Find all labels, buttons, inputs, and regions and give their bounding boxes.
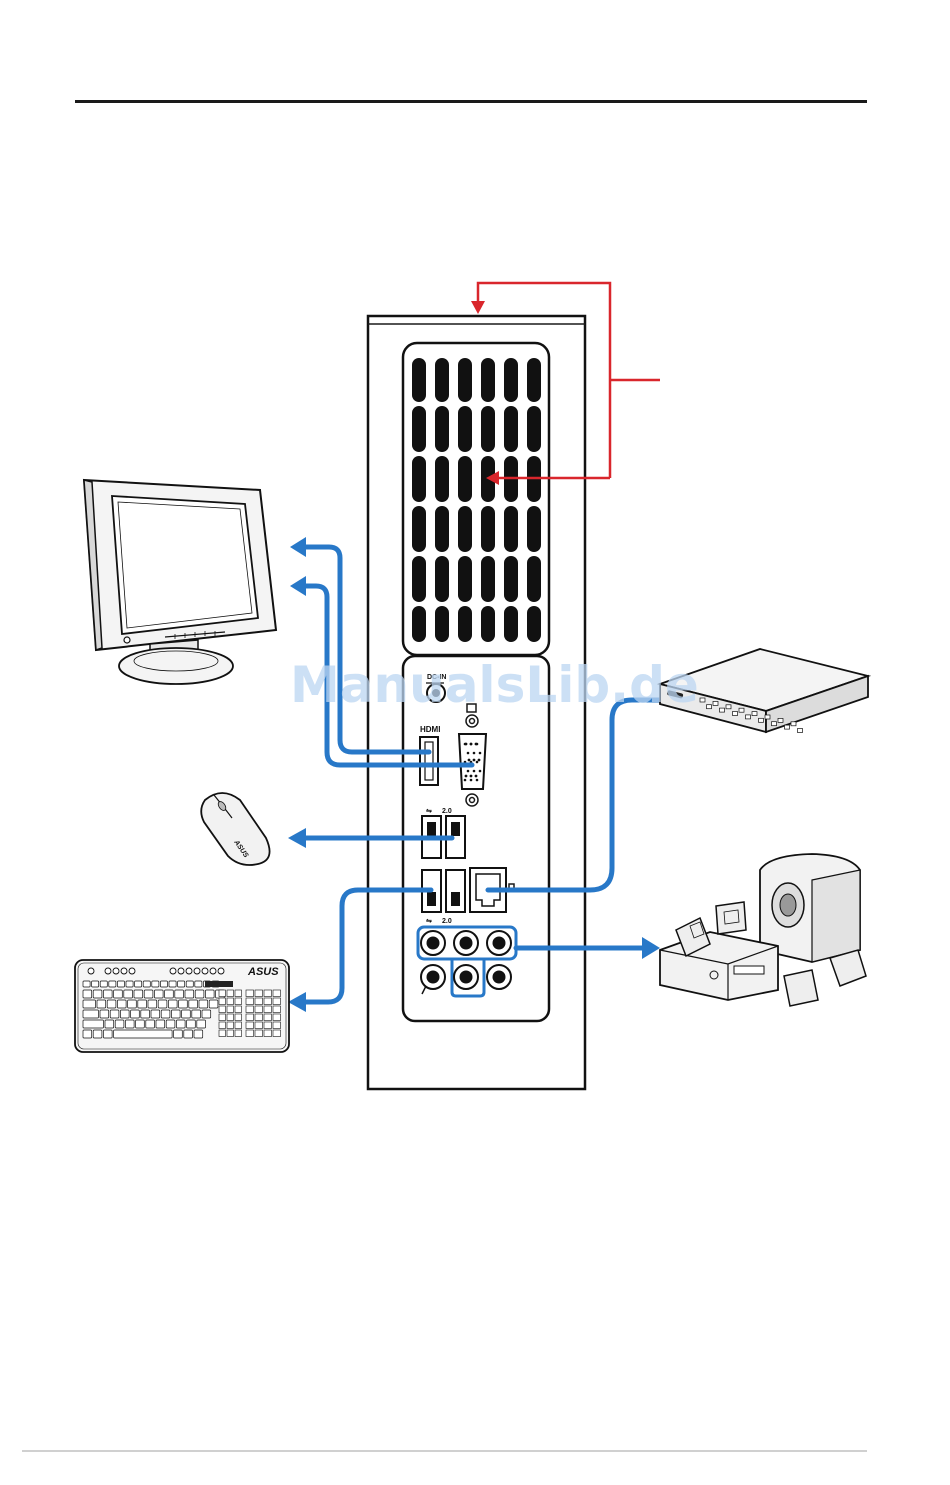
audio-jacks (418, 927, 516, 996)
vent-slots (412, 358, 541, 642)
svg-text:2.0: 2.0 (442, 808, 452, 815)
footer-rule (22, 1450, 867, 1452)
svg-text:⇋: ⇋ (426, 807, 432, 815)
hdmi-port: HDMI (420, 725, 440, 785)
mouse-illustration: ASUS (201, 793, 269, 865)
svg-text:HDMI: HDMI (420, 725, 440, 734)
watermark: ManualsLib.de (290, 656, 699, 714)
cable-audio-to-speakers (516, 937, 660, 959)
svg-text:⇋: ⇋ (426, 917, 432, 925)
vga-port (459, 704, 486, 806)
svg-text:2.0: 2.0 (442, 918, 452, 925)
airflow-callout (471, 283, 660, 485)
keyboard-illustration: ASUS (75, 960, 289, 1052)
svg-text:ASUS: ASUS (247, 966, 279, 978)
cable-usb-to-keyboard (288, 890, 431, 1012)
usb-ports-bottom: ⇋ 2.0 (422, 870, 465, 925)
speaker-system-illustration (660, 854, 866, 1006)
cable-hdmi-to-monitor (290, 537, 429, 752)
usb-ports-top: ⇋ 2.0 (422, 807, 465, 858)
monitor-illustration (84, 480, 276, 684)
cable-lan-to-switch (488, 700, 660, 890)
